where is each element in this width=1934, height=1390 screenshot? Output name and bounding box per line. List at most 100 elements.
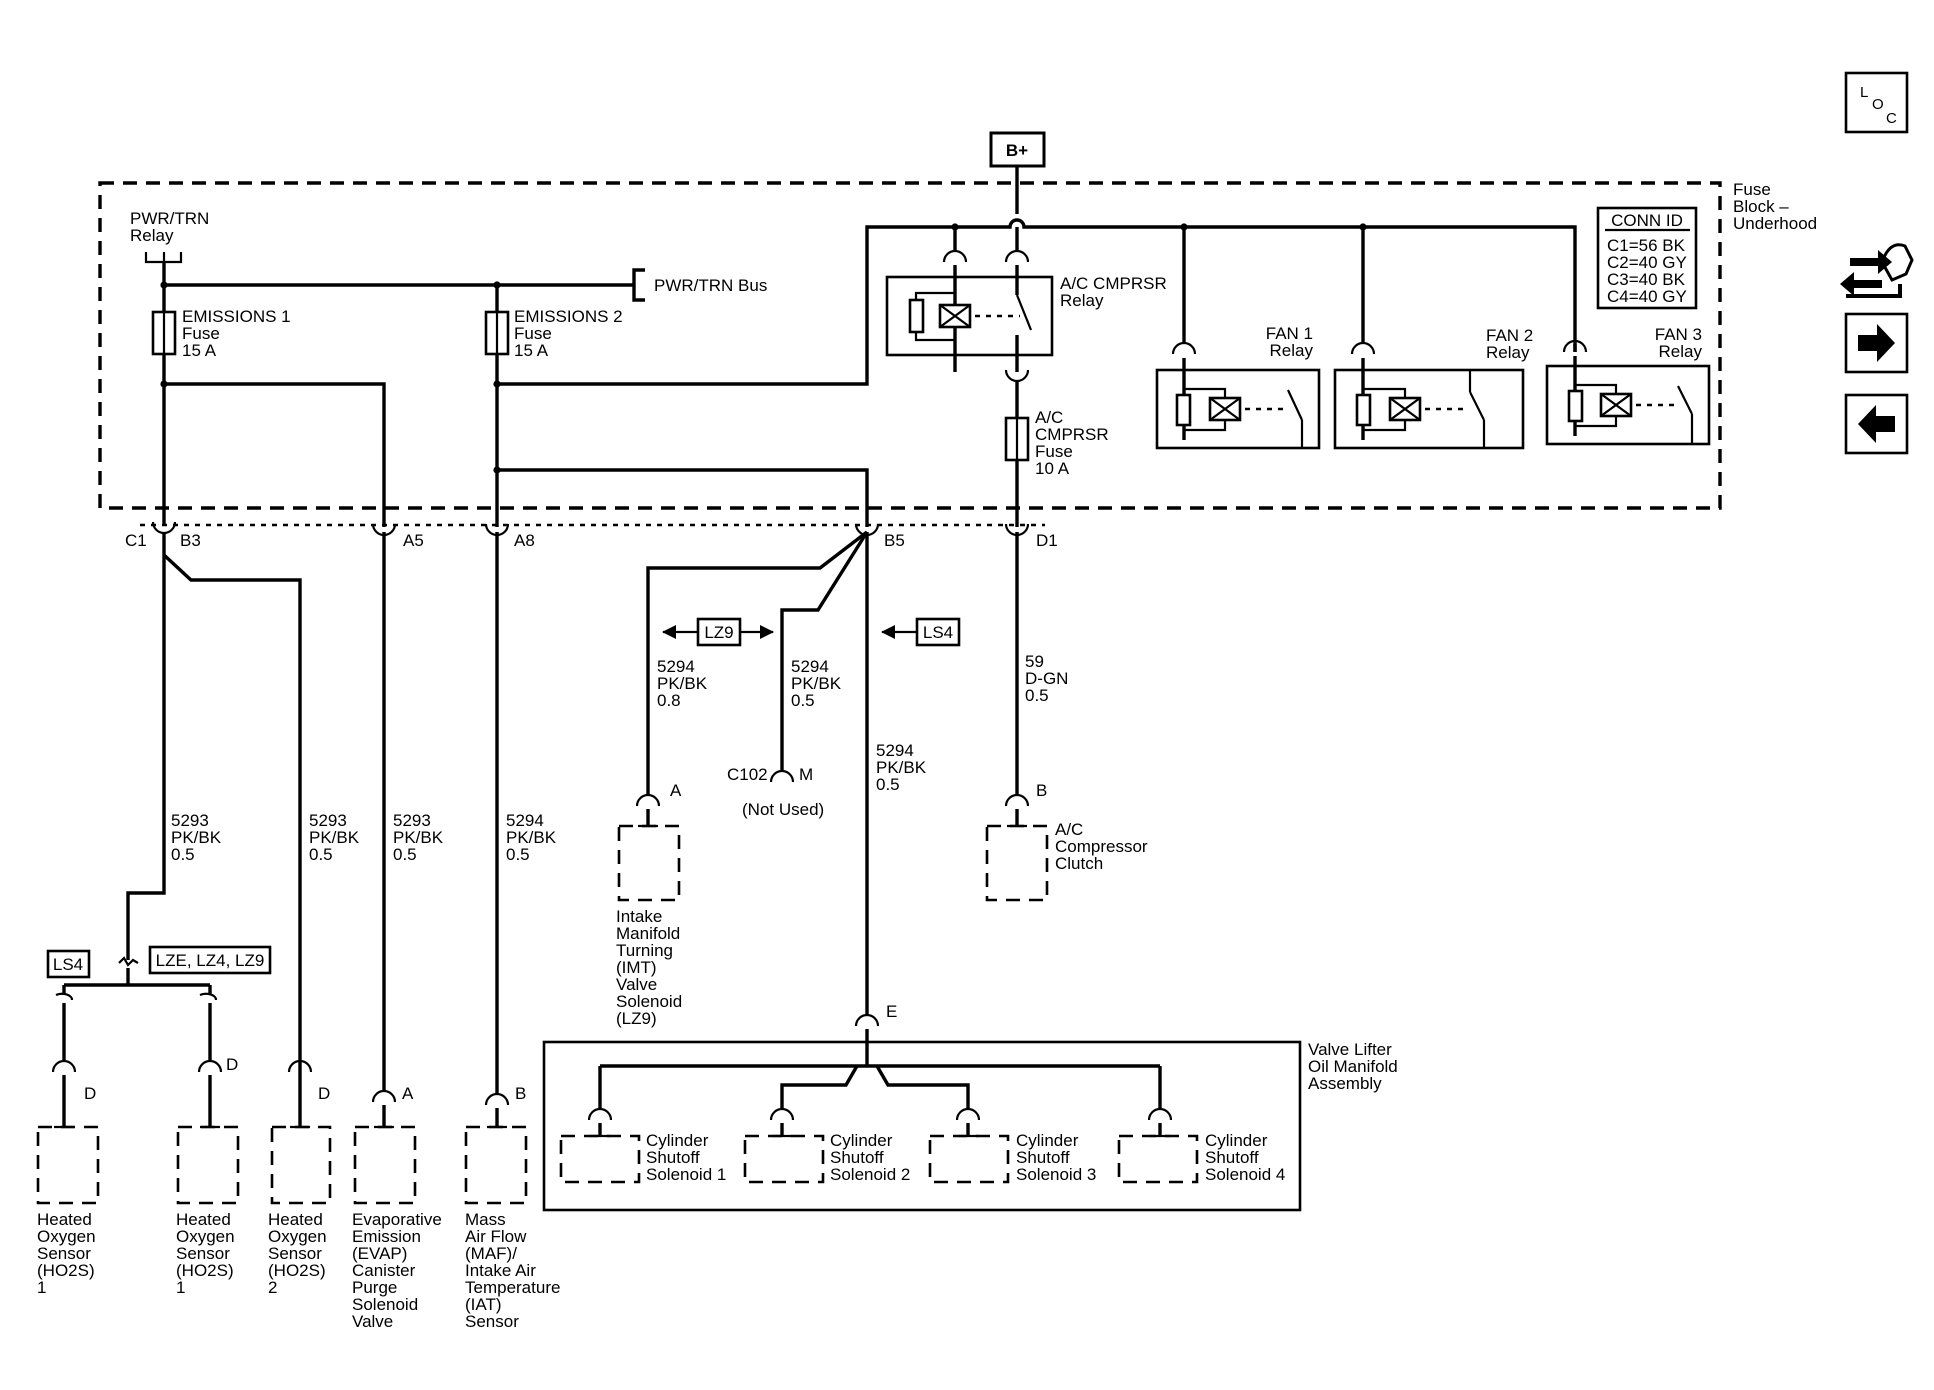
lz9-arrow-right bbox=[760, 625, 774, 639]
pin-a8: A8 bbox=[514, 531, 535, 550]
vlom-bus-wire bbox=[598, 1042, 1162, 1110]
svg-text:O: O bbox=[1872, 96, 1884, 113]
svg-text:Shutoff: Shutoff bbox=[830, 1148, 884, 1167]
next-page-button[interactable] bbox=[1844, 312, 1909, 374]
location-button[interactable]: L O C bbox=[1844, 71, 1909, 134]
svg-text:(HO2S): (HO2S) bbox=[268, 1261, 326, 1280]
svg-text:59: 59 bbox=[1025, 652, 1044, 671]
svg-text:Shutoff: Shutoff bbox=[1016, 1148, 1070, 1167]
wire-label-5294-a8: 5294 PK/BK 0.5 bbox=[506, 811, 557, 864]
svg-text:Sensor: Sensor bbox=[465, 1312, 519, 1331]
svg-text:PK/BK: PK/BK bbox=[876, 758, 927, 777]
ac-relay-switch-blade bbox=[1015, 294, 1033, 331]
ho2s1-left-label: Heated Oxygen Sensor (HO2S) 1 bbox=[37, 1210, 96, 1297]
svg-text:Solenoid 4: Solenoid 4 bbox=[1205, 1165, 1285, 1184]
svg-text:Solenoid: Solenoid bbox=[352, 1295, 418, 1314]
fan3-relay-label: FAN 3 Relay bbox=[1655, 325, 1703, 361]
conn-id-row: C2=40 GY bbox=[1607, 253, 1687, 272]
pin-b5: B5 bbox=[884, 531, 905, 550]
svg-text:A/C: A/C bbox=[1035, 408, 1063, 427]
svg-text:Temperature: Temperature bbox=[465, 1278, 560, 1297]
svg-text:Heated: Heated bbox=[176, 1210, 231, 1229]
svg-text:(LZ9): (LZ9) bbox=[616, 1009, 657, 1028]
svg-text:Solenoid 2: Solenoid 2 bbox=[830, 1165, 910, 1184]
ho2s1-harness-wire bbox=[126, 532, 166, 960]
arrow-right-icon bbox=[1858, 324, 1895, 362]
svg-text:10 A: 10 A bbox=[1035, 459, 1070, 478]
wire-label-5294-c102: 5294 PK/BK 0.5 bbox=[791, 657, 842, 710]
svg-text:Turning: Turning bbox=[616, 941, 673, 960]
option-break-symbol bbox=[118, 956, 139, 967]
ls4-option-box bbox=[46, 949, 91, 979]
svg-text:L: L bbox=[1860, 84, 1868, 101]
cylinder-shutoff-solenoid-3 bbox=[928, 1107, 1010, 1184]
ho2s1-left-pin-label: D bbox=[84, 1084, 96, 1103]
svg-text:5293: 5293 bbox=[393, 811, 431, 830]
svg-text:FAN 1: FAN 1 bbox=[1266, 324, 1313, 343]
svg-text:Clutch: Clutch bbox=[1055, 854, 1103, 873]
svg-text:PK/BK: PK/BK bbox=[171, 828, 222, 847]
ls4-option-label: LS4 bbox=[53, 955, 83, 974]
ls4-option-label-top: LS4 bbox=[923, 623, 953, 642]
svg-text:Solenoid: Solenoid bbox=[616, 992, 682, 1011]
svg-text:PK/BK: PK/BK bbox=[309, 828, 360, 847]
svg-text:A/C: A/C bbox=[1055, 820, 1083, 839]
svg-text:A/C CMPRSR: A/C CMPRSR bbox=[1060, 274, 1167, 293]
fan1-terminal bbox=[1171, 341, 1197, 355]
svg-text:Cylinder: Cylinder bbox=[1205, 1131, 1268, 1150]
svg-text:Cylinder: Cylinder bbox=[830, 1131, 893, 1150]
svg-text:(IAT): (IAT) bbox=[465, 1295, 502, 1314]
svg-text:Fuse: Fuse bbox=[182, 324, 220, 343]
previous-page-button[interactable] bbox=[1844, 393, 1909, 455]
svg-text:1: 1 bbox=[176, 1278, 185, 1297]
c102-not-used-label: (Not Used) bbox=[742, 800, 824, 819]
ac-cmprsr-fuse-label: A/C CMPRSR Fuse 10 A bbox=[1035, 408, 1109, 478]
svg-text:Oil Manifold: Oil Manifold bbox=[1308, 1057, 1398, 1076]
svg-text:PK/BK: PK/BK bbox=[393, 828, 444, 847]
svg-text:Relay: Relay bbox=[1060, 291, 1104, 310]
ho2s1-right-sensor bbox=[176, 1059, 240, 1205]
vlom-label: Valve Lifter Oil Manifold Assembly bbox=[1308, 1040, 1398, 1093]
lz9-option-box bbox=[696, 617, 742, 647]
ho2s2-harness-wire bbox=[162, 553, 302, 1075]
svg-text:Heated: Heated bbox=[37, 1210, 92, 1229]
svg-text:0.5: 0.5 bbox=[1025, 686, 1049, 705]
option-break-right bbox=[199, 992, 218, 1001]
svg-text:Fuse: Fuse bbox=[1035, 442, 1073, 461]
evap-pin-label: A bbox=[402, 1084, 414, 1103]
maf-iat-sensor bbox=[464, 1092, 528, 1205]
wire-label-5293-a: 5293 PK/BK 0.5 bbox=[171, 811, 222, 864]
fan3-terminal bbox=[1562, 339, 1588, 353]
svg-text:Block –: Block – bbox=[1733, 197, 1789, 216]
svg-text:Solenoid 1: Solenoid 1 bbox=[646, 1165, 726, 1184]
c102-terminal bbox=[769, 769, 795, 783]
fan3-diode bbox=[1567, 389, 1584, 423]
fan1-relay-label: FAN 1 Relay bbox=[1266, 324, 1314, 360]
option-split-drops bbox=[62, 985, 212, 995]
svg-text:Valve Lifter: Valve Lifter bbox=[1308, 1040, 1392, 1059]
battery-positive-label: B+ bbox=[1006, 141, 1028, 160]
vlom-pin-label: E bbox=[886, 1002, 897, 1021]
svg-text:2: 2 bbox=[268, 1278, 277, 1297]
svg-text:Canister: Canister bbox=[352, 1261, 416, 1280]
ac-clutch-pin-label: B bbox=[1036, 781, 1047, 800]
cylinder-shutoff-solenoid-4-label: Cylinder Shutoff Solenoid 4 bbox=[1205, 1131, 1285, 1184]
svg-text:EMISSIONS 1: EMISSIONS 1 bbox=[182, 307, 291, 326]
connector-tool-icon[interactable] bbox=[1840, 243, 1914, 298]
fuse-block-underhood-outline bbox=[98, 181, 1722, 510]
option-break-left bbox=[55, 992, 74, 1001]
svg-text:0.5: 0.5 bbox=[791, 691, 815, 710]
lze-option-box bbox=[148, 945, 272, 975]
bplus-bus-wire bbox=[865, 218, 1577, 381]
ac-relay-terminal bbox=[1004, 369, 1030, 383]
svg-text:CMPRSR: CMPRSR bbox=[1035, 425, 1109, 444]
conn-id-table bbox=[1596, 206, 1698, 310]
maf-pin-label: B bbox=[515, 1084, 526, 1103]
pwr-trn-relay-label: PWR/TRN Relay bbox=[130, 209, 209, 245]
svg-text:5293: 5293 bbox=[171, 811, 209, 830]
conn-id-rows: C1=56 BK C2=40 GY C3=40 BK C4=40 GY bbox=[1607, 236, 1687, 306]
fuse-block-label: Fuse Block – Underhood bbox=[1733, 180, 1817, 233]
ac-compressor-clutch-label: A/C Compressor Clutch bbox=[1055, 820, 1148, 873]
pin-b3: B3 bbox=[180, 531, 201, 550]
